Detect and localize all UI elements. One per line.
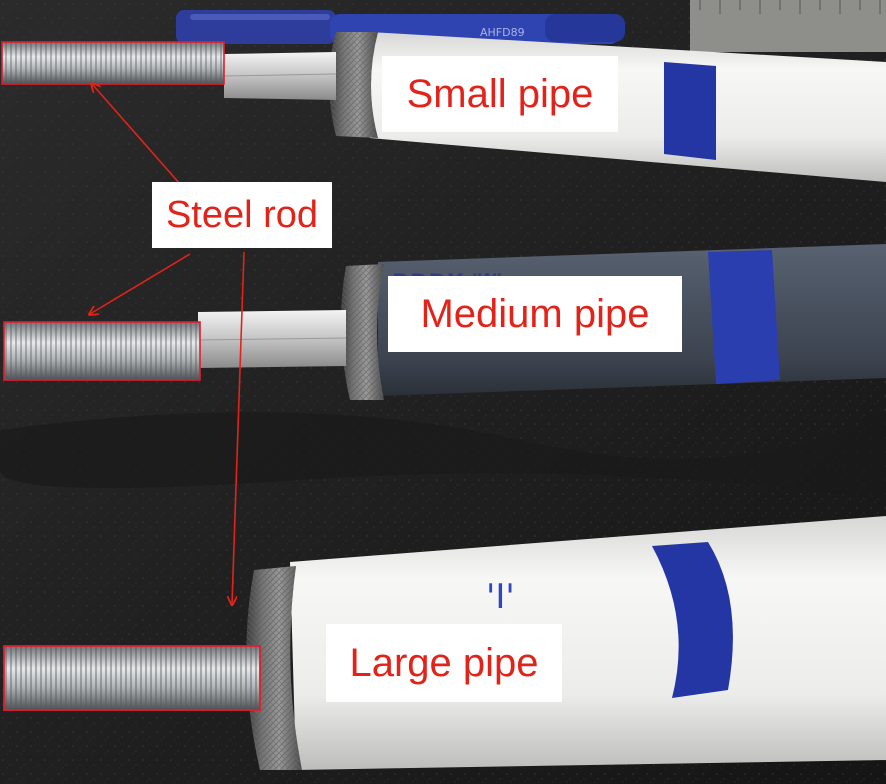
large-pipe-assembly: 'I': [3, 516, 886, 770]
pen-brand-text: AHFD89: [480, 26, 525, 39]
large-pipe-marking: 'I': [486, 577, 515, 617]
ruler: [690, 0, 886, 52]
large-rod-highlight-box: [3, 645, 261, 711]
medium-rod-highlight-box: [3, 321, 201, 381]
large-pipe-label: Large pipe: [326, 624, 562, 702]
steel-rod-label: Steel rod: [152, 182, 332, 248]
small-pipe-label: Small pipe: [382, 56, 618, 132]
medium-pipe-label: Medium pipe: [388, 276, 682, 352]
